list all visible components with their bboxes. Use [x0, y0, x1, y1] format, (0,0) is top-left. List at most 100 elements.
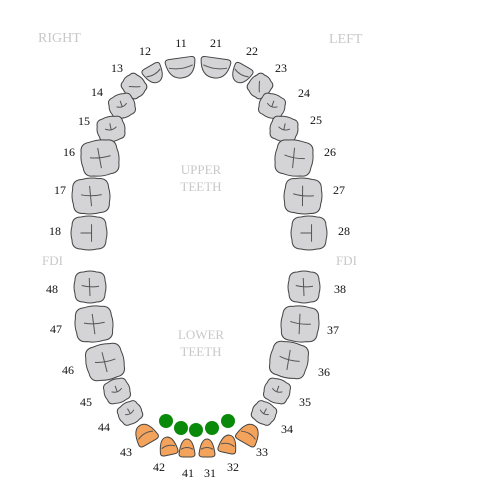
tooth-number-26: 26 [324, 145, 336, 159]
tooth-41[interactable] [178, 438, 196, 458]
tooth-marker-42[interactable] [159, 414, 173, 428]
tooth-27[interactable] [283, 177, 323, 215]
tooth-groove-16 [89, 147, 111, 169]
tooth-48[interactable] [73, 270, 107, 304]
tooth-crown-42[interactable] [157, 435, 179, 457]
tooth-groove-32 [220, 442, 235, 448]
tooth-groove-25 [278, 123, 291, 131]
markers-layer [159, 414, 235, 437]
tooth-16[interactable] [79, 138, 122, 179]
tooth-marker-41[interactable] [174, 421, 188, 435]
fdi-label-left: FDI [336, 253, 357, 268]
tooth-42[interactable] [157, 435, 179, 457]
tooth-11[interactable] [164, 55, 197, 80]
tooth-26[interactable] [273, 138, 316, 179]
tooth-38[interactable] [287, 270, 321, 304]
tooth-37[interactable] [280, 304, 321, 343]
tooth-43[interactable] [130, 420, 159, 448]
tooth-groove-38 [295, 277, 314, 297]
tooth-47[interactable] [74, 304, 115, 343]
tooth-31[interactable] [198, 438, 216, 458]
tooth-number-43: 43 [120, 445, 132, 459]
tooth-number-16: 16 [63, 145, 75, 159]
tooth-34[interactable] [248, 397, 280, 428]
tooth-groove-17 [80, 185, 102, 207]
tooth-18[interactable] [70, 215, 108, 251]
tooth-number-31: 31 [204, 466, 216, 480]
tooth-15[interactable] [95, 114, 128, 144]
tooth-number-36: 36 [318, 365, 330, 379]
tooth-groove-46 [94, 352, 116, 373]
tooth-crown-22[interactable] [228, 61, 254, 87]
tooth-groove-33 [241, 430, 256, 440]
tooth-groove-47 [83, 313, 105, 335]
tooth-number-15: 15 [78, 114, 90, 128]
tooth-number-24: 24 [298, 86, 310, 100]
tooth-number-35: 35 [299, 395, 311, 409]
tooth-23[interactable] [244, 70, 277, 103]
tooth-number-14: 14 [91, 85, 103, 99]
tooth-groove-42 [161, 444, 176, 450]
tooth-groove-31 [200, 447, 214, 450]
tooth-number-44: 44 [98, 420, 110, 434]
tooth-crown-12[interactable] [141, 61, 167, 87]
tooth-groove-34 [259, 408, 269, 416]
tooth-groove-45 [111, 385, 123, 393]
tooth-groove-28 [300, 224, 313, 242]
lower-arch-label-line1: LOWER [178, 327, 225, 342]
tooth-number-22: 22 [246, 44, 258, 58]
tooth-crown-11[interactable] [164, 55, 197, 80]
tooth-22[interactable] [228, 61, 254, 87]
tooth-33[interactable] [234, 420, 263, 448]
tooth-crown-23[interactable] [244, 70, 277, 103]
tooth-marker-31[interactable] [189, 423, 203, 437]
tooth-number-47: 47 [50, 322, 62, 336]
tooth-marker-33[interactable] [221, 414, 235, 428]
tooth-45[interactable] [101, 375, 134, 406]
tooth-groove-26 [284, 147, 305, 169]
tooth-crown-43[interactable] [130, 420, 159, 448]
tooth-crown-32[interactable] [217, 433, 238, 455]
tooth-marker-32[interactable] [205, 421, 219, 435]
tooth-groove-41 [180, 447, 194, 450]
tooth-groove-37 [290, 313, 311, 335]
tooth-groove-24 [266, 100, 278, 108]
tooth-14[interactable] [106, 90, 139, 121]
tooth-12[interactable] [141, 61, 167, 87]
tooth-number-28: 28 [338, 224, 350, 238]
tooth-36[interactable] [267, 338, 312, 381]
tooth-number-21: 21 [210, 36, 222, 50]
tooth-groove-13 [128, 85, 141, 88]
tooth-number-46: 46 [62, 363, 74, 377]
tooth-crown-33[interactable] [234, 420, 263, 448]
tooth-number-17: 17 [54, 183, 66, 197]
tooth-35[interactable] [261, 375, 294, 406]
tooth-groove-22 [234, 68, 249, 78]
tooth-groove-36 [279, 349, 300, 371]
tooth-crown-13[interactable] [118, 70, 151, 103]
tooth-number-48: 48 [46, 282, 58, 296]
tooth-groove-35 [271, 385, 283, 393]
tooth-32[interactable] [217, 433, 238, 455]
tooth-44[interactable] [114, 397, 146, 428]
tooth-number-32: 32 [227, 460, 239, 474]
tooth-groove-43 [138, 430, 153, 440]
lower-arch-label-line2: TEETH [180, 344, 221, 359]
tooth-number-38: 38 [334, 282, 346, 296]
tooth-groove-44 [125, 408, 135, 416]
tooth-46[interactable] [83, 340, 128, 383]
tooth-number-34: 34 [281, 422, 293, 436]
tooth-21[interactable] [199, 55, 232, 80]
tooth-crown-21[interactable] [199, 55, 232, 80]
tooth-number-18: 18 [49, 224, 61, 238]
upper-arch-label-line1: UPPER [181, 162, 222, 177]
tooth-13[interactable] [118, 70, 151, 103]
tooth-number-41: 41 [182, 466, 194, 480]
tooth-groove-15 [104, 123, 117, 131]
tooth-28[interactable] [290, 215, 328, 251]
tooth-number-11: 11 [175, 36, 187, 50]
tooth-number-23: 23 [275, 61, 287, 75]
tooth-17[interactable] [71, 177, 111, 215]
tooth-number-45: 45 [80, 395, 92, 409]
